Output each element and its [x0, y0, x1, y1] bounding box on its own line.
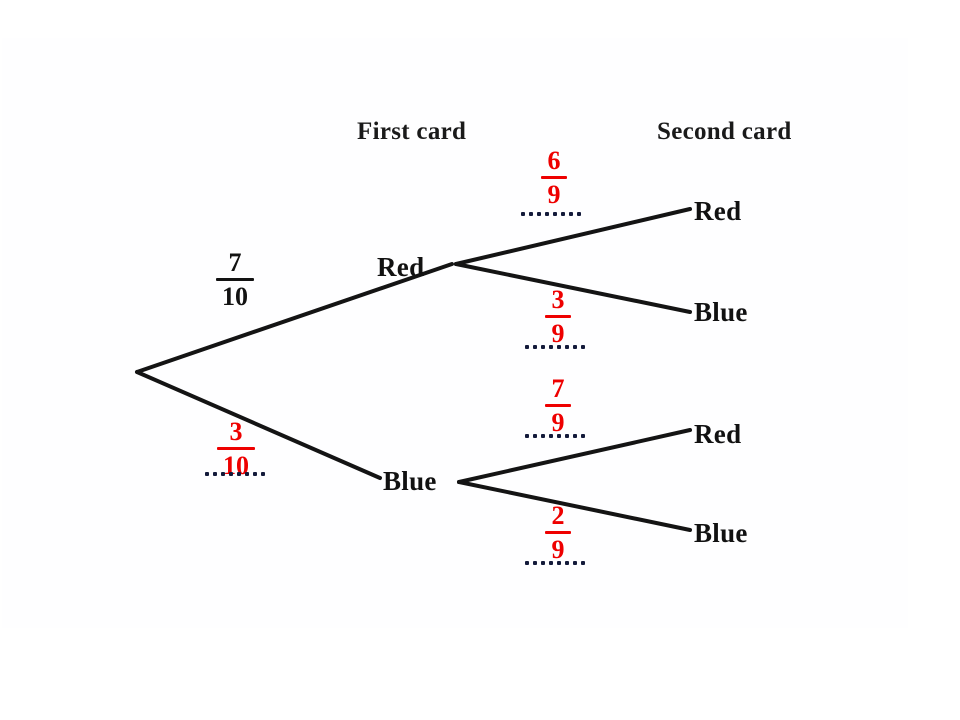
fraction-bar — [545, 404, 571, 407]
fraction-bar — [216, 278, 254, 281]
probability-red-then-blue-numerator: 3 — [551, 285, 565, 314]
probability-first-red-numerator: 7 — [228, 248, 242, 277]
probability-red-then-red-denominator: 9 — [547, 180, 561, 209]
answer-dotted-line-red-then-red — [521, 212, 581, 216]
probability-red-then-blue-denominator: 9 — [551, 319, 565, 348]
probability-first-red: 7 10 — [205, 250, 265, 310]
fraction-bar — [545, 531, 571, 534]
answer-dotted-line-first-blue — [205, 472, 265, 476]
probability-red-then-red: 6 9 — [534, 148, 574, 208]
header-second-card: Second card — [657, 118, 792, 145]
node-second-blue-from-red: Blue — [694, 297, 748, 327]
answer-dotted-line-red-then-blue — [525, 345, 585, 349]
probability-blue-then-red: 7 9 — [538, 376, 578, 436]
fraction-bar — [217, 447, 255, 450]
probability-first-blue-numerator: 3 — [229, 417, 243, 446]
probability-first-red-denominator: 10 — [222, 282, 248, 311]
node-second-red-from-blue: Red — [694, 419, 742, 449]
probability-blue-then-blue-denominator: 9 — [551, 535, 565, 564]
probability-red-then-red-numerator: 6 — [547, 146, 561, 175]
probability-blue-then-blue: 2 9 — [538, 503, 578, 563]
fraction-bar — [545, 315, 571, 318]
node-first-red: Red — [377, 252, 425, 282]
probability-first-blue-denominator: 10 — [223, 451, 249, 480]
probability-blue-then-red-numerator: 7 — [551, 374, 565, 403]
answer-dotted-line-blue-then-red — [525, 434, 585, 438]
node-second-blue-from-blue: Blue — [694, 518, 748, 548]
probability-first-blue: 3 10 — [206, 419, 266, 479]
header-first-card: First card — [357, 118, 467, 145]
probability-blue-then-red-denominator: 9 — [551, 408, 565, 437]
node-first-blue: Blue — [383, 466, 437, 496]
probability-red-then-blue: 3 9 — [538, 287, 578, 347]
node-second-red-from-red: Red — [694, 196, 742, 226]
probability-blue-then-blue-numerator: 2 — [551, 501, 565, 530]
fraction-bar — [541, 176, 567, 179]
answer-dotted-line-blue-then-blue — [525, 561, 585, 565]
